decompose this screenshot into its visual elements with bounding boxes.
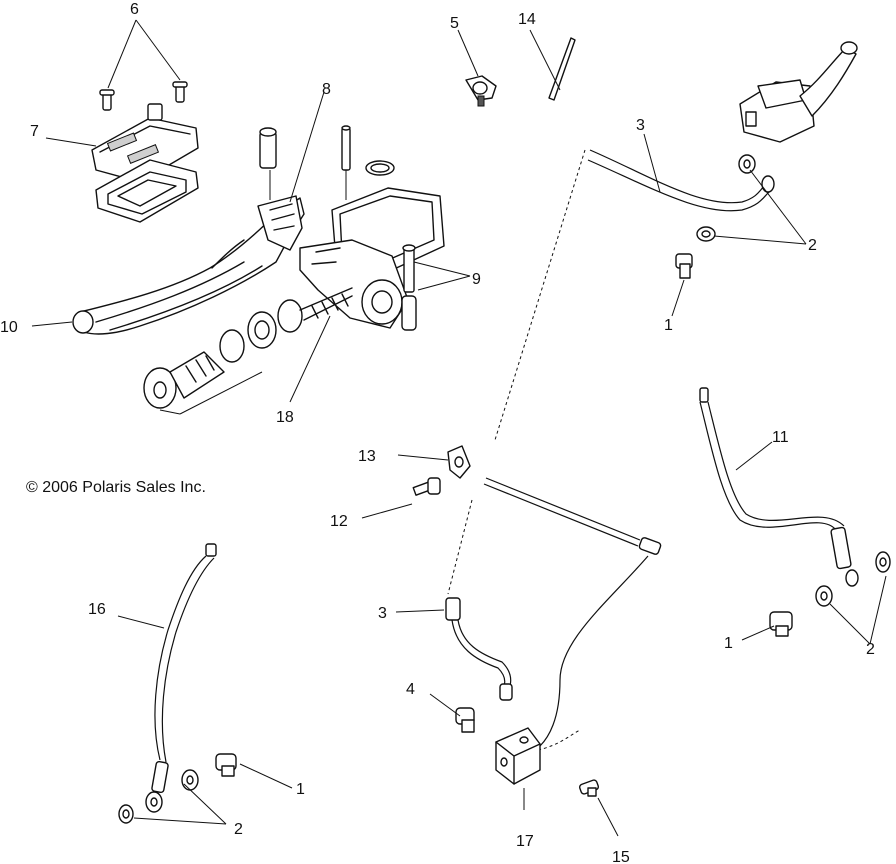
part-18-piston-assembly [143, 287, 353, 409]
callout-2-lower: 2 [234, 821, 243, 838]
callout-18: 18 [276, 409, 294, 426]
callout-numbers: 6 5 14 7 8 3 2 9 1 10 18 11 13 12 3 16 4… [0, 1, 875, 864]
part-17-junction-block [495, 727, 541, 785]
part-15-bolt [578, 779, 600, 797]
callout-3-lower: 3 [378, 605, 387, 622]
part-2-washers-right [815, 551, 891, 607]
leader-lines [31, 19, 887, 837]
copyright-text: © 2006 Polaris Sales Inc. [26, 479, 206, 496]
part-14-rod [548, 37, 576, 101]
callout-12: 12 [330, 513, 348, 530]
part-13-clip [447, 445, 471, 479]
callout-15: 15 [612, 849, 630, 864]
callout-1-right: 1 [724, 635, 733, 652]
part-9-master-cylinder [299, 160, 445, 331]
callout-14: 14 [518, 11, 536, 28]
part-16-hose [145, 543, 217, 813]
part-1-bolt-lower [215, 753, 237, 777]
part-3-hose-upper [587, 149, 775, 212]
callout-1-lower: 1 [296, 781, 305, 798]
callout-8: 8 [322, 81, 331, 98]
callout-9: 9 [472, 271, 481, 288]
callout-4: 4 [406, 681, 415, 698]
part-2-washers-upper [696, 154, 756, 242]
part-12-bolt [412, 477, 441, 496]
callout-7: 7 [30, 123, 39, 140]
callout-11: 11 [772, 429, 789, 446]
part-10-brake-lever [72, 195, 305, 335]
part-1-bolt-right [769, 611, 793, 637]
callout-2: 2 [808, 237, 817, 254]
center-hoses [447, 149, 662, 751]
callout-5: 5 [450, 15, 459, 32]
part-11-hose [699, 387, 859, 587]
callout-3: 3 [636, 117, 645, 134]
callout-16: 16 [88, 601, 106, 618]
part-5-clip [465, 75, 497, 107]
part-3-hose-lower [445, 597, 513, 701]
part-4-fitting [455, 707, 475, 733]
callout-13: 13 [358, 448, 376, 465]
part-7-reservoir-cover [91, 103, 199, 223]
remote-reservoir [739, 41, 858, 143]
callout-1: 1 [664, 317, 673, 334]
part-2-washers-lower [118, 769, 199, 824]
part-8-pins [259, 125, 351, 171]
callout-6: 6 [130, 1, 139, 18]
part-1-bolt-upper [675, 253, 693, 279]
callout-2-right: 2 [866, 641, 875, 658]
part-6-screws [99, 81, 188, 111]
callout-17: 17 [516, 833, 534, 850]
callout-10: 10 [0, 319, 18, 336]
